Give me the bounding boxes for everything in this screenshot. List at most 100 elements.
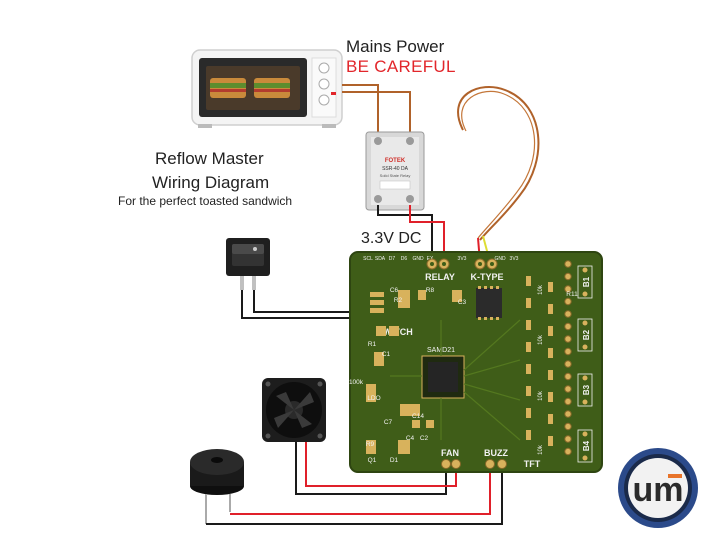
tft-pin bbox=[564, 447, 572, 456]
toaster-oven-icon bbox=[191, 49, 343, 128]
diagram-title-line2: Wiring Diagram bbox=[152, 173, 270, 192]
header-label: SDA bbox=[375, 256, 386, 262]
tft-pin bbox=[564, 272, 572, 281]
component-ref: R1 bbox=[368, 341, 377, 348]
component-ref: R9 bbox=[366, 441, 375, 448]
resistor bbox=[526, 342, 531, 352]
button-pad bbox=[582, 455, 588, 461]
component-ref: C6 bbox=[390, 287, 399, 294]
button-pad bbox=[582, 267, 588, 273]
relay-control-wires bbox=[377, 205, 445, 262]
header-label: 3V3 bbox=[458, 256, 467, 262]
component-ref: 100k bbox=[349, 379, 364, 386]
tft-pin bbox=[564, 322, 572, 331]
component-ref: C2 bbox=[420, 435, 429, 442]
component-ref: C14 bbox=[412, 413, 424, 420]
button-outline bbox=[577, 265, 593, 299]
button-pad bbox=[582, 431, 588, 437]
button-label-b3: B3 bbox=[582, 384, 591, 395]
header-label: SCL bbox=[363, 256, 373, 262]
tft-pin bbox=[564, 297, 572, 306]
tft-header-pins bbox=[564, 260, 572, 456]
be-careful-warning: BE CAREFUL bbox=[346, 57, 456, 76]
fan-wires bbox=[295, 442, 457, 495]
button-label-b4: B4 bbox=[582, 440, 591, 451]
header-label: D6 bbox=[401, 256, 408, 262]
component-ref: C4 bbox=[406, 435, 415, 442]
relay-brand: FOTEK bbox=[385, 158, 406, 164]
tft-pin bbox=[564, 385, 572, 393]
resistor-value: 10k bbox=[538, 284, 544, 295]
component-ref: Q1 bbox=[368, 457, 377, 464]
component-ref: C7 bbox=[384, 419, 393, 426]
solid-state-relay-icon: FOTEK SSR-40 DA Solid State Relay bbox=[365, 131, 425, 211]
tft-pin bbox=[564, 347, 572, 356]
buzzer-icon bbox=[190, 449, 244, 524]
cooling-fan-icon bbox=[262, 378, 326, 442]
tft-pin bbox=[564, 410, 572, 418]
button-label-b1: B1 bbox=[582, 276, 591, 287]
rocker-switch-icon bbox=[226, 238, 270, 290]
component-ref: R2 bbox=[394, 297, 403, 304]
button-outline bbox=[577, 373, 593, 407]
tft-pin bbox=[564, 435, 572, 443]
button-label-b2: B2 bbox=[582, 329, 591, 340]
thermocouple-icon bbox=[457, 85, 540, 263]
relay-subtitle: Solid State Relay bbox=[380, 173, 411, 178]
buzz-connector-label: BUZZ bbox=[484, 448, 508, 458]
voltage-label: 3.3V DC bbox=[361, 230, 422, 247]
resistor bbox=[526, 386, 531, 396]
ktype-connector bbox=[474, 258, 498, 270]
button-outline bbox=[577, 318, 593, 352]
diagram-title-line1: Reflow Master bbox=[155, 149, 264, 168]
component-ref: C1 bbox=[382, 351, 391, 358]
component-ref: R11 bbox=[566, 291, 578, 298]
pcb-traces bbox=[390, 319, 521, 441]
tft-pin bbox=[564, 310, 572, 318]
tft-pin bbox=[564, 372, 572, 381]
button-pad bbox=[582, 375, 588, 381]
component-ref: C3 bbox=[458, 299, 467, 306]
button-pad bbox=[582, 320, 588, 326]
component-ref: D1 bbox=[390, 457, 399, 464]
resistor bbox=[526, 320, 531, 330]
resistor bbox=[526, 408, 531, 418]
resistor bbox=[548, 414, 553, 424]
resistor bbox=[526, 276, 531, 286]
thermocouple-amp-chip bbox=[476, 286, 502, 320]
relay-connector-label: RELAY bbox=[425, 272, 455, 282]
resistor bbox=[548, 282, 553, 292]
resistor-value: 10k bbox=[538, 444, 544, 455]
resistor bbox=[526, 298, 531, 308]
resistor bbox=[548, 348, 553, 358]
resistor bbox=[548, 392, 553, 402]
component-ref: R8 bbox=[426, 287, 435, 294]
resistor bbox=[548, 326, 553, 336]
header-label: D7 bbox=[389, 256, 396, 262]
buzz-connector bbox=[485, 459, 507, 469]
resistor bbox=[548, 304, 553, 314]
ktype-connector-label: K-TYPE bbox=[470, 272, 503, 282]
tft-pin bbox=[564, 285, 572, 293]
diagram-subtitle: For the perfect toasted sandwich bbox=[118, 194, 293, 208]
button-pad bbox=[582, 291, 588, 297]
tft-pin bbox=[564, 335, 572, 343]
header-label: 3V3 bbox=[510, 256, 519, 262]
resistor bbox=[548, 436, 553, 446]
relay-model: SSR-40 DA bbox=[382, 166, 409, 172]
fan-connector-label: FAN bbox=[441, 448, 459, 458]
resistor bbox=[526, 430, 531, 440]
um-logo: um bbox=[618, 448, 698, 528]
button-pad bbox=[582, 399, 588, 405]
fan-connector bbox=[441, 459, 461, 469]
tft-pin bbox=[564, 260, 572, 268]
header-label: GND bbox=[494, 256, 506, 262]
reflow-master-pcb: SCLSDAD7D6GNDEX3V3GND3V3 RELAY K-TYPE SW… bbox=[349, 251, 603, 473]
relay-connector bbox=[426, 258, 450, 270]
mains-wires bbox=[342, 84, 411, 132]
resistor bbox=[548, 370, 553, 380]
